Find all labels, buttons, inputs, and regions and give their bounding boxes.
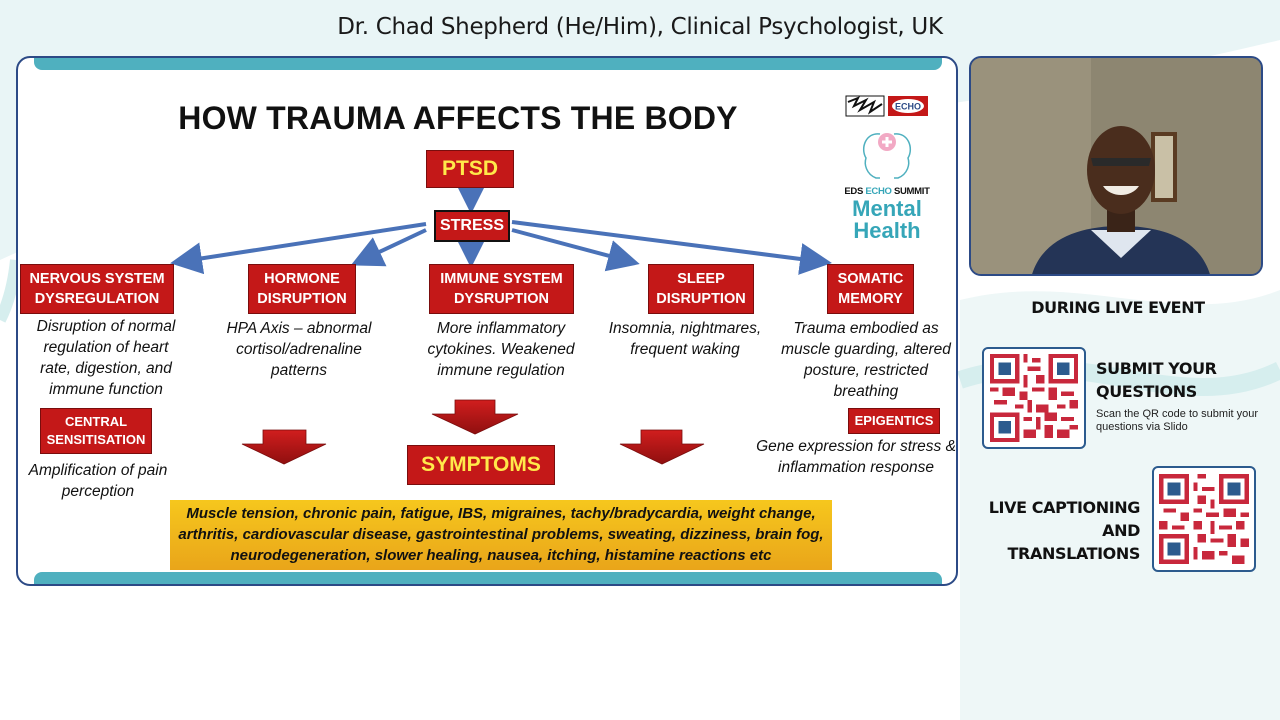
down-arrow-center [431, 399, 519, 435]
slide-bottom-bar [34, 572, 942, 584]
stress-box: STRESS [434, 210, 510, 242]
category-somatic: SOMATIC MEMORY [827, 264, 914, 314]
ptsd-box: PTSD [426, 150, 514, 188]
down-arrow-right [619, 429, 705, 465]
category-sleep: SLEEP DISRUPTION [648, 264, 754, 314]
nervous-system-description: Disruption of normal regulation of heart… [36, 318, 176, 398]
epigenetics-box: EPIGENTICS [848, 408, 940, 434]
speaker-video-image [971, 58, 1261, 274]
slide-title: HOW TRAUMA AFFECTS THE BODY [178, 100, 738, 136]
flow-arrows [170, 182, 832, 465]
category-nervous-system: NERVOUS SYSTEM DYSREGULATION [20, 264, 174, 314]
hormone-description: HPA Axis – abnormal cortisol/adrenaline … [226, 320, 372, 379]
speaker-video-feed[interactable] [969, 56, 1263, 276]
down-arrow-left [241, 429, 327, 465]
logo-summit-text: EDS ECHO SUMMIT [844, 186, 930, 197]
immune-description: More inflammatory cytokines. Weakened im… [427, 320, 575, 379]
symptoms-list: Muscle tension, chronic pain, fatigue, I… [170, 500, 832, 570]
submit-questions-subtitle: Scan the QR code to submit your question… [1096, 408, 1259, 433]
category-hormone: HORMONE DISRUPTION [248, 264, 356, 314]
captioning-qr-code[interactable] [1152, 466, 1256, 572]
submit-questions-title: SUBMIT YOUR QUESTIONS [1096, 359, 1217, 401]
slide-top-bar [34, 58, 942, 70]
sleep-description: Insomnia, nightmares, frequent waking [608, 320, 762, 358]
logo-heads-icon: ECHO [845, 95, 928, 179]
central-sensitisation-box: CENTRAL SENSITISATION [40, 408, 152, 454]
presentation-slide: HOW TRAUMA AFFECTS THE BODY PTSD STRE [16, 56, 958, 586]
svg-text:ECHO: ECHO [895, 102, 921, 112]
category-immune: IMMUNE SYSTEM DYSRUPTION [429, 264, 574, 314]
live-captioning-title: LIVE CAPTIONING AND TRANSLATIONS [988, 498, 1141, 563]
presenter-name-title: Dr. Chad Shepherd (He/Him), Clinical Psy… [337, 14, 943, 40]
central-sensitisation-description: Amplification of pain perception [28, 462, 168, 500]
qr-code-icon [1159, 474, 1249, 564]
slido-qr-code[interactable] [982, 347, 1086, 449]
symptoms-box: SYMPTOMS [407, 445, 555, 485]
during-live-event-heading: DURING LIVE EVENT [1031, 298, 1205, 317]
epigenetics-description: Gene expression for stress & inflammatio… [756, 438, 956, 476]
qr-code-icon [990, 354, 1078, 442]
somatic-description: Trauma embodied as muscle guarding, alte… [781, 320, 951, 400]
